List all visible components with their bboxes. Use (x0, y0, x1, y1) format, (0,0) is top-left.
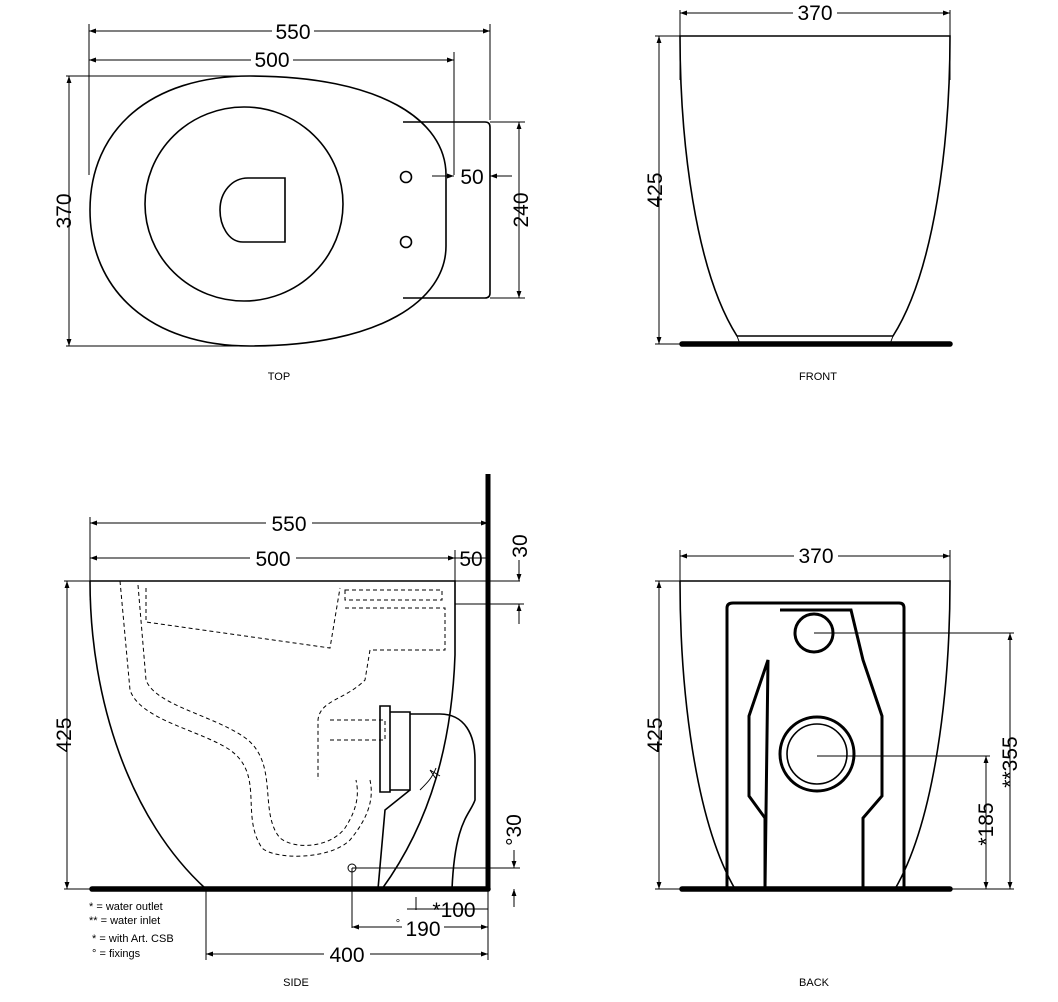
top-drain-opening (219, 177, 286, 243)
side-dim-fixing-height: °30 (503, 814, 526, 846)
front-dim-425: 425 (644, 172, 667, 207)
front-view-caption: FRONT (799, 371, 837, 383)
front-view: 370 425 FRONT (644, 2, 953, 383)
legend-line-3: * = with Art. CSB (89, 933, 174, 945)
side-outlet-pipe (390, 711, 411, 791)
side-dim-50: 50 (459, 548, 482, 571)
top-bowl-outline (89, 75, 447, 347)
side-dim-100: *100 (432, 899, 475, 922)
top-view-caption: TOP (268, 371, 290, 383)
side-fixing-point (347, 863, 357, 873)
back-dim-inlet-height: **355 (999, 736, 1022, 787)
side-dim-190-mark: ° (396, 918, 400, 930)
back-dim-outlet-height: *185 (975, 802, 998, 845)
side-dim-500: 500 (255, 548, 290, 571)
back-water-outlet-outer (778, 715, 856, 793)
top-dim-240: 240 (510, 192, 533, 227)
top-bowl-rim (144, 106, 344, 302)
front-body-outline (679, 35, 951, 337)
side-outlet-collar (379, 705, 391, 793)
top-dim-50: 50 (460, 166, 483, 189)
front-dim-370: 370 (797, 2, 832, 25)
legend-line-4: ° = fixings (89, 948, 141, 960)
top-view: 550 500 370 240 50 TOP (53, 20, 533, 383)
side-legend: * = water outlet ** = water inlet * = wi… (89, 901, 174, 960)
back-mounting-plate (725, 601, 906, 891)
top-rear-flange (403, 121, 491, 299)
side-trap-outer (119, 580, 372, 857)
side-body-front (89, 580, 207, 890)
legend-line-1: * = water outlet (89, 901, 163, 913)
top-dim-500: 500 (254, 49, 289, 72)
back-dim-425: 425 (644, 717, 667, 752)
back-dim-370: 370 (798, 545, 833, 568)
top-dim-370: 370 (53, 193, 76, 228)
side-dim-30: 30 (509, 534, 532, 557)
back-view-caption: BACK (799, 977, 830, 989)
side-body-back (90, 580, 456, 890)
top-dim-550: 550 (275, 21, 310, 44)
side-dim-425: 425 (53, 717, 76, 752)
side-dim-550: 550 (271, 513, 306, 536)
legend-line-2: ** = water inlet (89, 915, 160, 927)
top-fixing-hole-upper (399, 170, 413, 184)
side-view: 550 500 50 30 425 °30 *100 ° 190 400 * =… (53, 474, 532, 989)
back-body-outline (679, 580, 951, 890)
back-rear-opening (747, 608, 884, 890)
side-view-caption: SIDE (283, 977, 309, 989)
back-water-outlet-inner (786, 723, 848, 785)
side-outlet-elbow (410, 713, 476, 890)
top-fixing-hole-lower (399, 235, 413, 249)
side-dim-400: 400 (329, 944, 364, 967)
side-dim-190: 190 (405, 918, 440, 941)
back-view: 370 425 **355 *185 BACK (644, 545, 1022, 989)
